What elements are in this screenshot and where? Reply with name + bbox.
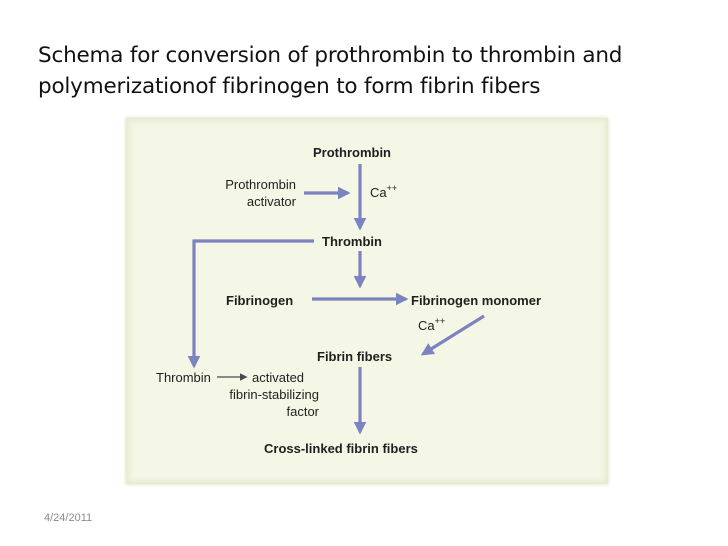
label-fibrinogen-monomer: Fibrinogen monomer bbox=[411, 293, 541, 308]
label-thrombin: Thrombin bbox=[322, 234, 382, 249]
slide-title-line-1: Schema for conversion of prothrombin to … bbox=[38, 43, 623, 68]
label-activated: activated bbox=[252, 370, 304, 385]
label-prothrombin: Prothrombin bbox=[313, 145, 391, 160]
slide-title: Schema for conversion of prothrombin to … bbox=[38, 40, 718, 102]
label-ca-2: Ca++ bbox=[418, 316, 445, 333]
label-fsf-line-2: factor bbox=[286, 404, 319, 419]
label-cross-linked: Cross-linked fibrin fibers bbox=[264, 441, 418, 456]
label-activator-line-2: activator bbox=[247, 194, 297, 209]
arrow-thrombin-loop bbox=[187, 239, 314, 369]
slide-title-line-2: polymerizationof fibrinogen to form fibr… bbox=[38, 74, 541, 99]
arrow-monomer-to-fibrin bbox=[420, 314, 485, 356]
label-thrombin-2: Thrombin bbox=[156, 370, 211, 385]
label-fibrin-fibers: Fibrin fibers bbox=[317, 349, 392, 364]
label-fibrinogen: Fibrinogen bbox=[226, 293, 293, 308]
diagram-panel bbox=[126, 118, 608, 484]
label-fsf-line-1: fibrin-stabilizing bbox=[229, 387, 319, 402]
slide-date: 4/24/2011 bbox=[44, 512, 93, 524]
label-ca-1: Ca++ bbox=[370, 183, 397, 200]
label-activator-line-1: Prothrombin bbox=[225, 177, 296, 192]
